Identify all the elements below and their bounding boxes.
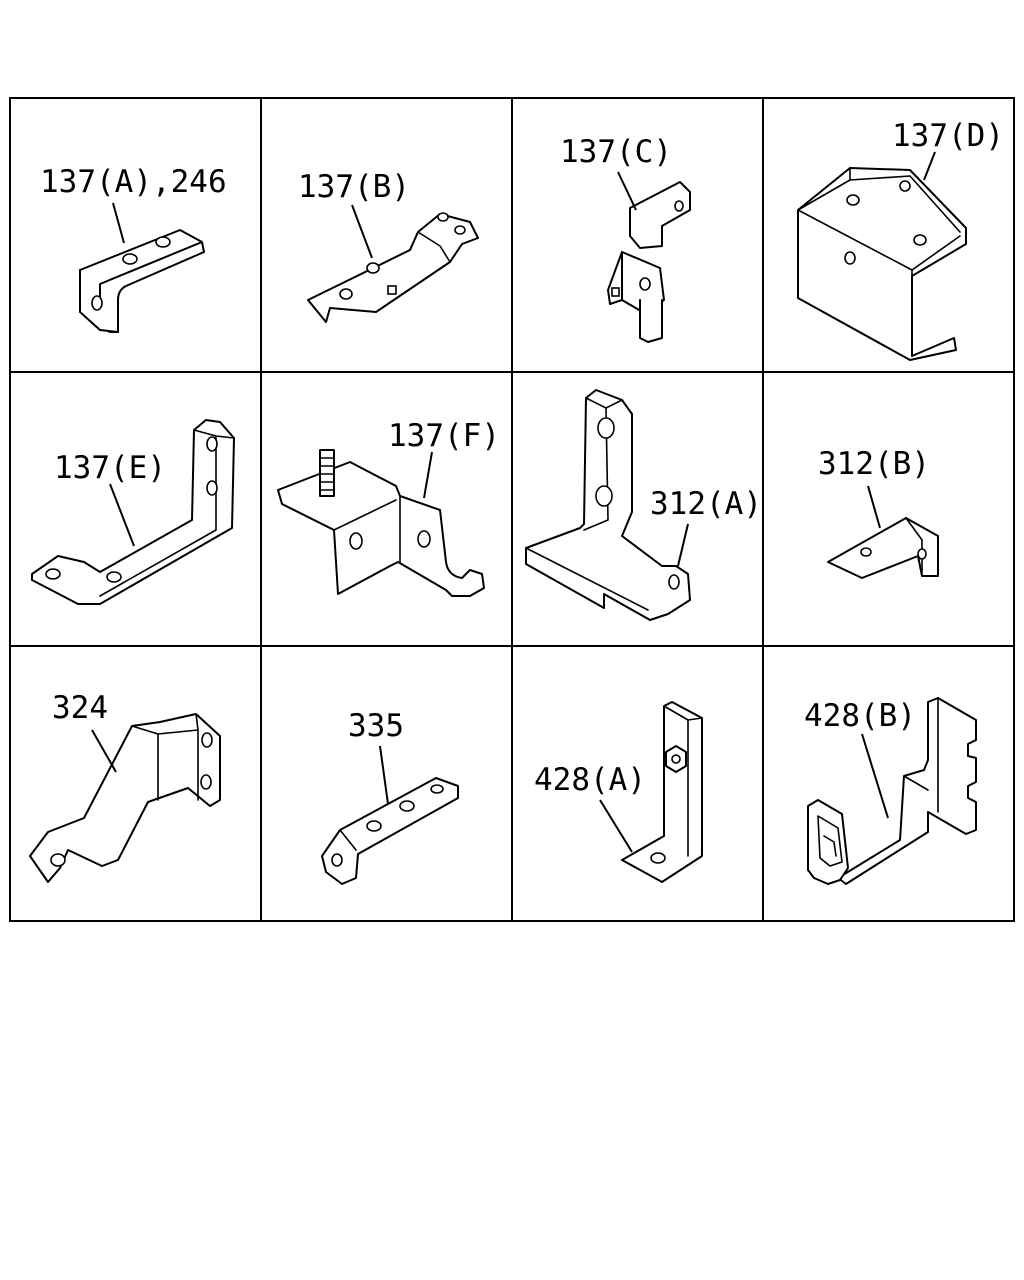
label-137b: 137(B) — [298, 169, 410, 205]
label-137e: 137(E) — [54, 450, 166, 486]
cell-137b: 137(B) — [298, 169, 479, 323]
bracket-137a-drawing — [79, 229, 205, 333]
bracket-312b-drawing — [827, 517, 939, 579]
bracket-312a-drawing — [525, 389, 691, 621]
leader-335 — [379, 745, 389, 805]
leader-137d — [923, 151, 936, 181]
label-137f: 137(F) — [388, 418, 500, 454]
leader-137b — [351, 204, 373, 259]
label-335: 335 — [348, 708, 404, 744]
leader-312a — [677, 523, 689, 567]
leader-312b — [867, 485, 881, 529]
cell-137c: 137(C) — [560, 134, 691, 343]
cell-312a: 312(A) — [525, 389, 762, 621]
leader-428b — [861, 733, 889, 819]
bracket-335-drawing — [321, 777, 459, 885]
label-324: 324 — [52, 690, 108, 726]
leader-137a — [112, 202, 125, 244]
cell-312b: 312(B) — [818, 446, 939, 579]
cell-428a: 428(A) — [534, 701, 703, 883]
bracket-428a-drawing — [621, 701, 703, 883]
cell-137f: 137(F) — [277, 418, 500, 597]
cell-137a: 137(A),246 — [40, 164, 227, 333]
cell-324: 324 — [29, 690, 221, 883]
cell-335: 335 — [321, 708, 459, 885]
bracket-137e-drawing — [31, 419, 235, 605]
label-137a: 137(A),246 — [40, 164, 227, 200]
label-137d: 137(D) — [892, 118, 1004, 154]
label-312b: 312(B) — [818, 446, 930, 482]
bracket-324-drawing — [29, 713, 221, 883]
bracket-137c-drawing — [607, 181, 691, 343]
grid-frame — [9, 97, 1015, 922]
label-312a: 312(A) — [650, 486, 762, 522]
bracket-137d-drawing — [797, 167, 967, 361]
leader-137c — [617, 171, 637, 211]
cell-137e: 137(E) — [31, 419, 235, 605]
cell-428b: 428(B) — [804, 697, 977, 885]
label-137c: 137(C) — [560, 134, 672, 170]
leader-137f — [423, 451, 433, 499]
bracket-428b-drawing — [807, 697, 977, 885]
leader-137e — [109, 483, 135, 547]
bracket-137f-drawing — [277, 449, 485, 597]
label-428b: 428(B) — [804, 698, 916, 734]
leader-324 — [91, 729, 117, 773]
cell-137d: 137(D) — [797, 118, 1004, 361]
label-428a: 428(A) — [534, 762, 646, 798]
bracket-137b-drawing — [307, 212, 479, 323]
leader-428a — [599, 799, 633, 853]
